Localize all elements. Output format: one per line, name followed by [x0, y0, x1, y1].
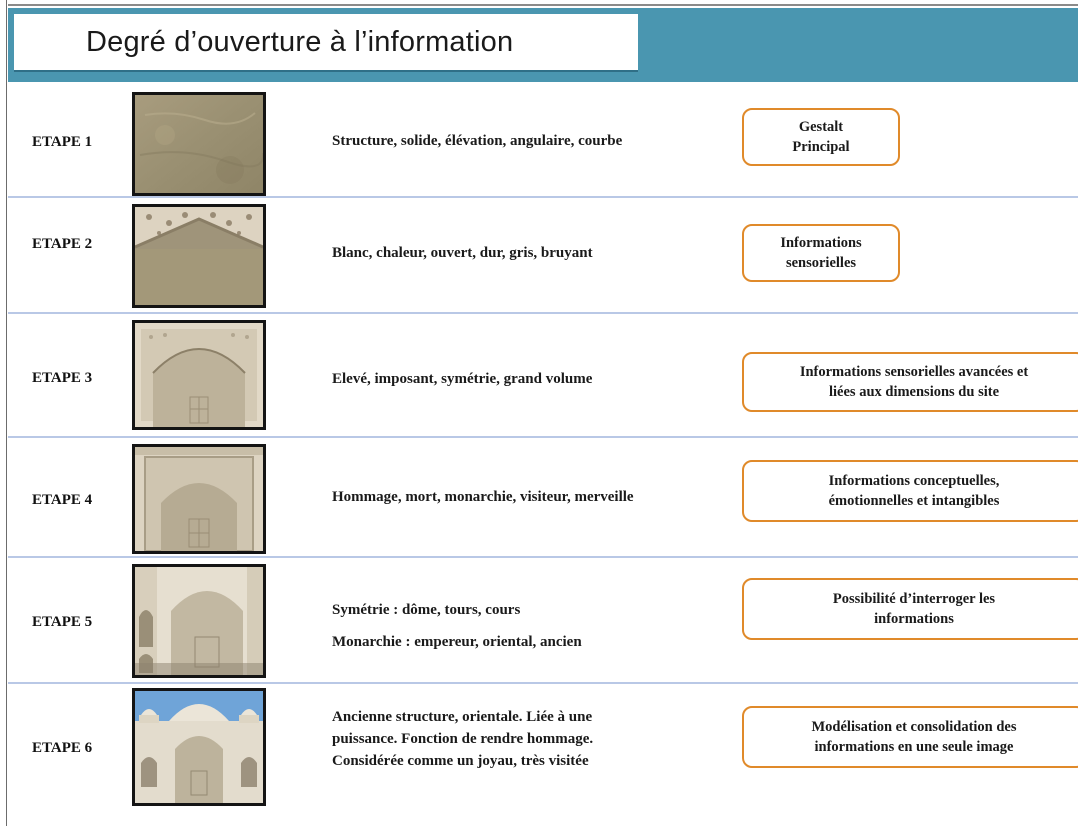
description-line: Considérée comme un joyau, très visitée	[332, 753, 589, 769]
description-line: puissance. Fonction de rendre hommage.	[332, 731, 594, 747]
step-row-3: ETAPE 3 Elevé, imposant, symétrie, grand…	[8, 312, 1078, 436]
step-row-2: ETAPE 2 Blanc, chaleur, ouvert, dur, gri…	[8, 196, 1078, 312]
description-line: Monarchie : empereur, oriental, ancien	[332, 634, 582, 650]
category-line: informations	[874, 611, 954, 627]
step-category-box: Informations conceptuelles, émotionnelle…	[742, 460, 1078, 522]
step-category-box: Modélisation et consolidation des inform…	[742, 706, 1078, 768]
description-line: Structure, solide, élévation, angulaire,…	[332, 133, 623, 149]
category-line: Informations sensorielles avancées et	[799, 364, 1029, 380]
category-line: Informations	[780, 235, 862, 251]
description-line: Ancienne structure, orientale. Liée à un…	[332, 709, 593, 725]
step-category-box: Informations sensorielles avancées et li…	[742, 352, 1078, 412]
step-image-taj-mahal-full	[132, 688, 266, 806]
description-line: Hommage, mort, monarchie, visiteur, merv…	[332, 489, 634, 505]
description-line: Elevé, imposant, symétrie, grand volume	[332, 371, 593, 387]
step-description: Elevé, imposant, symétrie, grand volume	[332, 368, 592, 390]
step-category-box: Informations sensorielles	[742, 224, 900, 282]
description-line: Blanc, chaleur, ouvert, dur, gris, bruya…	[332, 245, 593, 261]
step-image-wall-texture	[132, 92, 266, 196]
category-line: liées aux dimensions du site	[829, 384, 999, 400]
category-line: Possibilité d’interroger les	[832, 591, 996, 607]
page-title: Degré d’ouverture à l’information	[86, 25, 514, 58]
category-line: Informations conceptuelles,	[828, 473, 1000, 489]
step-category-box: Gestalt Principal	[742, 108, 900, 166]
step-label: ETAPE 2	[32, 236, 93, 252]
step-label: ETAPE 6	[32, 740, 93, 756]
slide-left-border	[6, 0, 7, 826]
step-label: ETAPE 5	[32, 614, 93, 630]
description-line: Symétrie : dôme, tours, cours	[332, 602, 521, 618]
step-description: Symétrie : dôme, tours, cours Monarchie …	[332, 594, 582, 658]
title-box: Degré d’ouverture à l’information	[14, 14, 638, 72]
category-line: sensorielles	[785, 255, 857, 271]
step-row-5: ETAPE 5 Symétrie : dôme, tours, cours Mo…	[8, 556, 1078, 682]
step-description: Blanc, chaleur, ouvert, dur, gris, bruya…	[332, 242, 593, 264]
step-label: ETAPE 3	[32, 370, 93, 386]
header-top-line	[8, 4, 1078, 6]
step-description: Structure, solide, élévation, angulaire,…	[332, 130, 622, 152]
step-image-facade-arch	[132, 444, 266, 554]
step-image-iwan-arch	[132, 320, 266, 430]
step-row-1: ETAPE 1 Structure, solide, élévation, an…	[8, 84, 1078, 196]
step-label: ETAPE 4	[32, 492, 93, 508]
step-label: ETAPE 1	[32, 134, 93, 150]
category-line: Principal	[792, 139, 850, 155]
step-row-4: ETAPE 4 Hommage, mort, monarchie, visite…	[8, 436, 1078, 556]
category-line: émotionnelles et intangibles	[828, 493, 1000, 509]
category-line: informations en une seule image	[814, 739, 1014, 755]
category-line: Gestalt	[798, 119, 844, 135]
step-row-6: ETAPE 6 Ancienne structure, orientale. L…	[8, 682, 1078, 808]
category-line: Modélisation et consolidation des	[811, 719, 1017, 735]
step-image-arch-detail	[132, 204, 266, 308]
step-image-mausoleum-side	[132, 564, 266, 678]
step-description: Ancienne structure, orientale. Liée à un…	[332, 706, 593, 772]
step-category-box: Possibilité d’interroger les information…	[742, 578, 1078, 640]
step-description: Hommage, mort, monarchie, visiteur, merv…	[332, 486, 634, 508]
